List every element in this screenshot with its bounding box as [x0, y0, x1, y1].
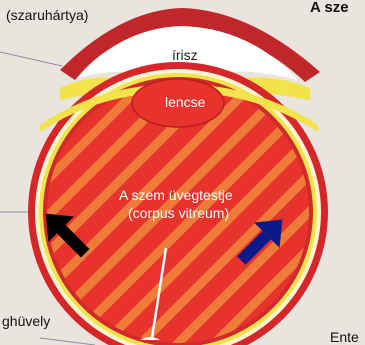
label-vitreous-line2: (corpus vitreum) — [128, 205, 229, 221]
label-iris: írisz — [172, 47, 198, 63]
label-cornea: (szaruhártya) — [6, 7, 88, 23]
label-lens: lencse — [165, 94, 206, 110]
label-vitreous-line1: A szem üvegtestje — [119, 187, 233, 203]
label-title-fragment: A sze — [310, 0, 349, 16]
label-optic-sheath: ghüvely — [2, 313, 50, 329]
label-bottom-right: Ente — [330, 329, 359, 345]
